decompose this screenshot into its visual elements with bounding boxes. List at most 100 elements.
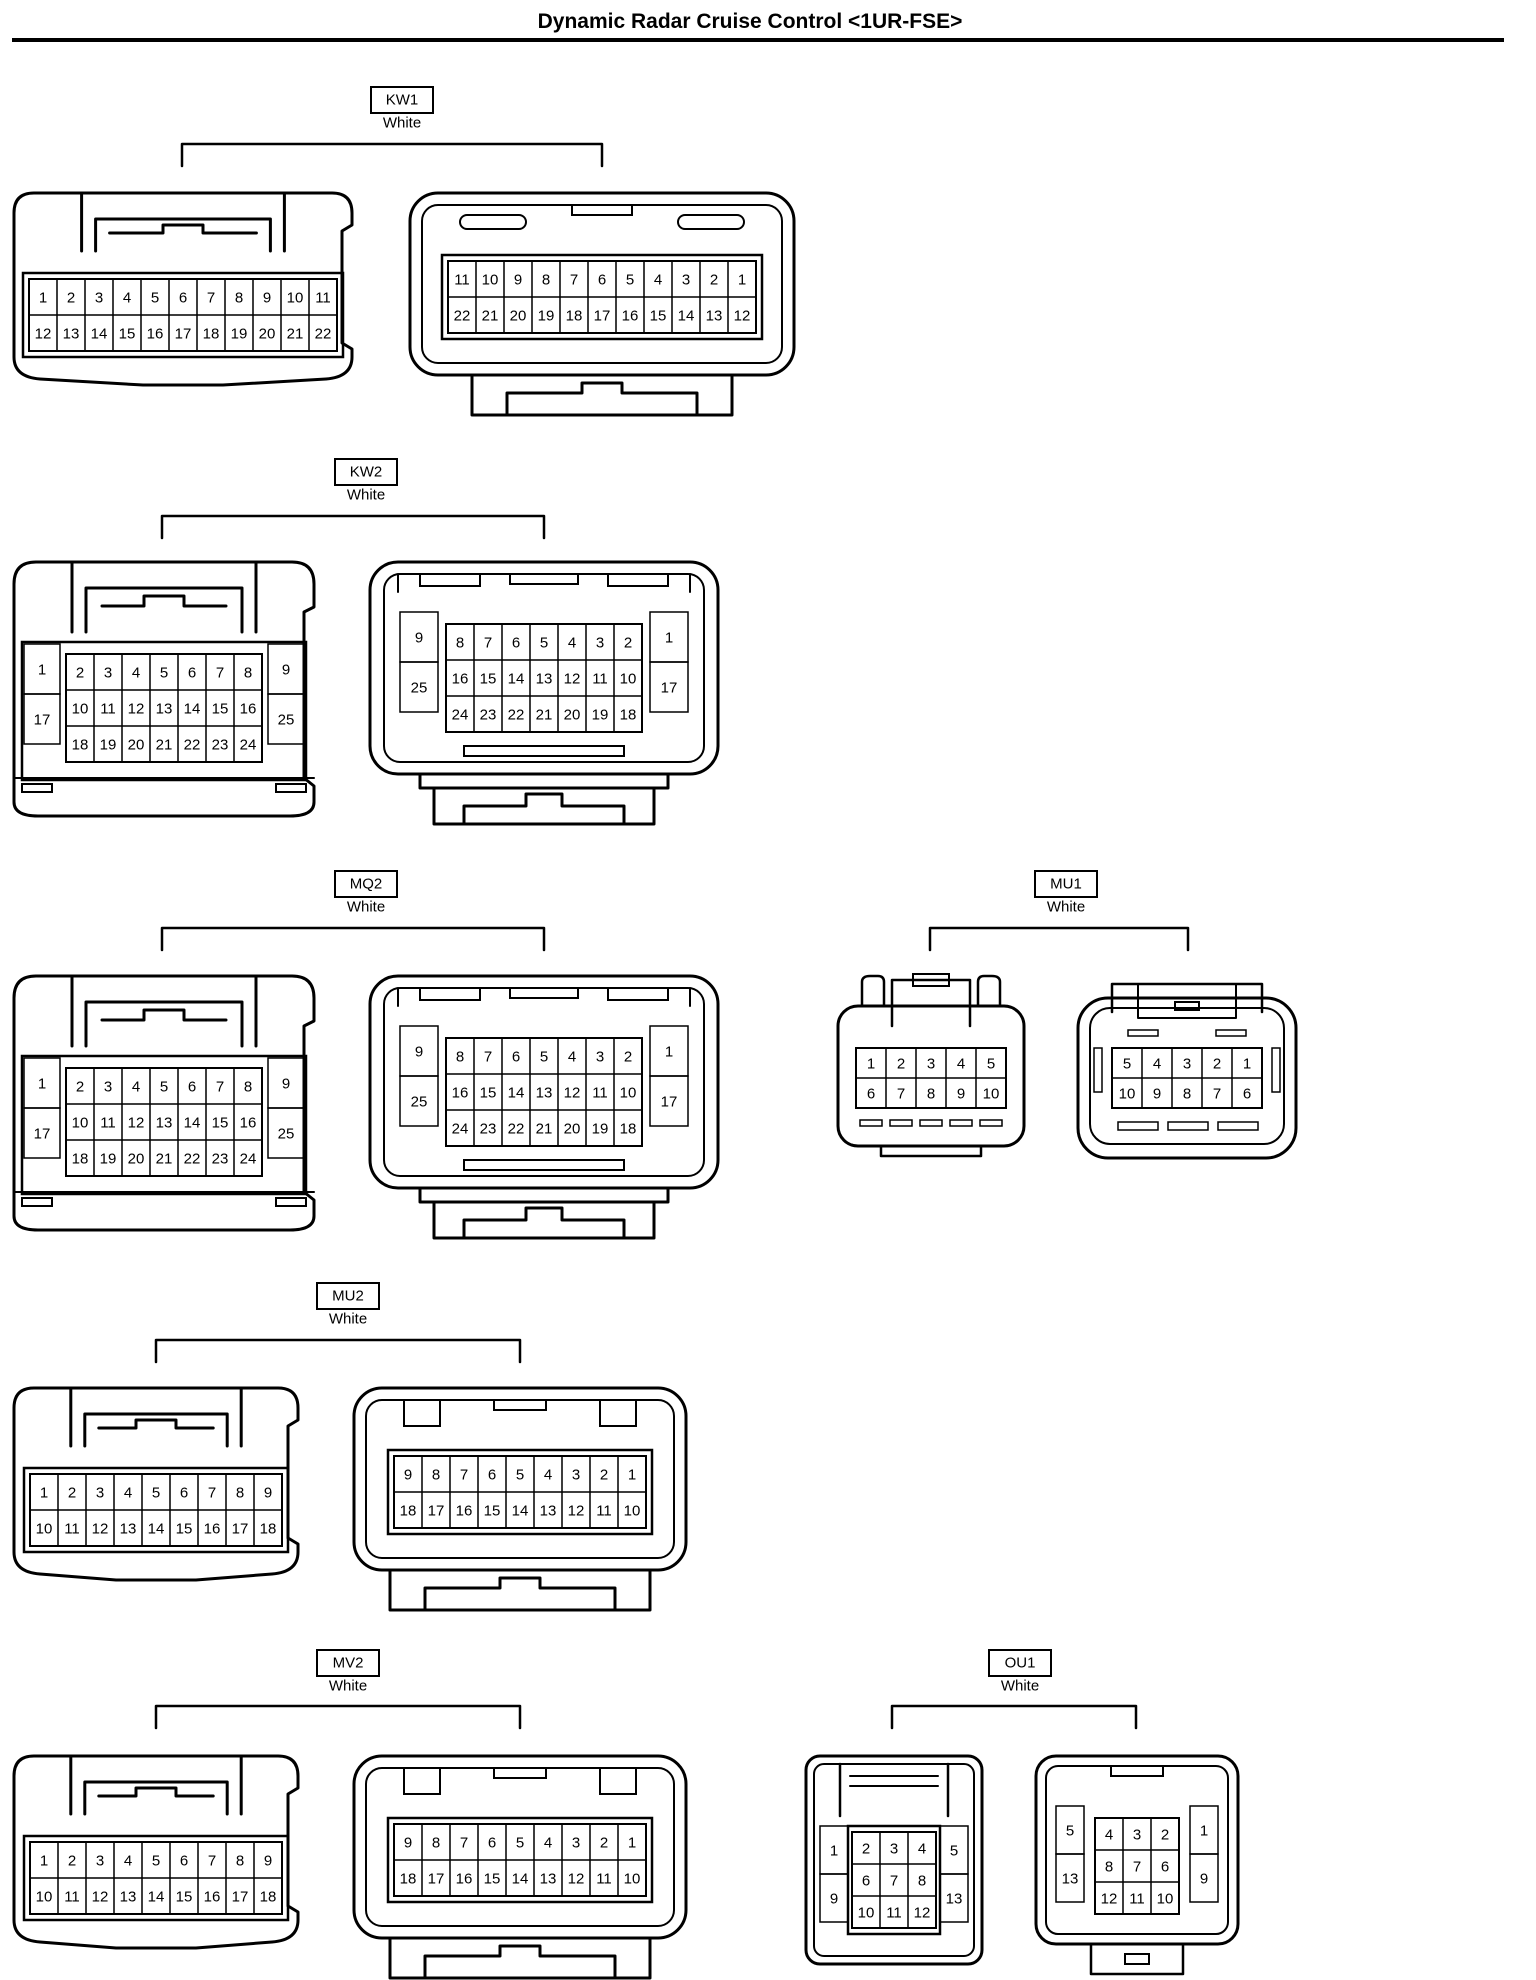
pin-label: 10: [858, 1905, 875, 1922]
pin-cell: [649, 1075, 689, 1127]
key-top: [493, 1399, 547, 1411]
pin-label: 6: [188, 1079, 196, 1096]
pin-label: 2: [624, 1049, 632, 1066]
housing-outline: [408, 191, 796, 377]
pin-cell: [253, 1509, 283, 1547]
pin-label: 1: [830, 1843, 838, 1860]
pin-area: [22, 1834, 290, 1922]
pin-label: 15: [119, 326, 136, 343]
pin-label: 3: [927, 1056, 935, 1073]
pin-label: 1: [1243, 1056, 1251, 1073]
pin-label: 3: [104, 665, 112, 682]
pin-label: 14: [508, 1085, 525, 1102]
pin-label: 18: [260, 1521, 277, 1538]
pin-label: 17: [594, 308, 611, 325]
pin-label: 11: [1129, 1891, 1145, 1908]
pin-label: 18: [620, 707, 637, 724]
pin-label: 23: [212, 1151, 229, 1168]
key-block: [419, 573, 481, 587]
terminal-slot: [1117, 1121, 1159, 1131]
pin-label: 12: [564, 671, 581, 688]
connector-color: White: [347, 899, 385, 916]
pin-label: 1: [1200, 1823, 1208, 1840]
connector-color: White: [329, 1311, 367, 1328]
pin-label: 16: [622, 308, 639, 325]
pin-label: 20: [259, 326, 276, 343]
pin-cell: [819, 1873, 849, 1923]
pin-label: 20: [510, 308, 527, 325]
pin-label: 4: [132, 1079, 140, 1096]
key-block: [607, 573, 669, 587]
pin-label: 17: [661, 680, 678, 697]
pin-label: 2: [600, 1835, 608, 1852]
guide-rail: [275, 1197, 307, 1207]
pin-label: 6: [488, 1467, 496, 1484]
pin-cell: [23, 693, 61, 745]
pin-label: 4: [123, 290, 131, 307]
pin-label: 12: [128, 701, 145, 718]
connector-id: OU1: [1005, 1655, 1036, 1672]
pin-label: 4: [568, 635, 576, 652]
guide-rail: [21, 1197, 53, 1207]
pin-label: 14: [184, 1115, 201, 1132]
pin-label: 18: [203, 326, 220, 343]
pin-label: 5: [516, 1467, 524, 1484]
key-block: [403, 1399, 441, 1427]
key-block: [607, 987, 669, 1001]
lock-base: [388, 1936, 652, 1980]
housing-outline: [368, 974, 720, 1190]
pin-label: 6: [512, 635, 520, 652]
pin-label: 23: [212, 737, 229, 754]
pin-label: 6: [188, 665, 196, 682]
pin-label: 7: [208, 1853, 216, 1870]
key-block: [419, 987, 481, 1001]
pin-label: 1: [38, 1076, 46, 1093]
pin-label: 25: [278, 1126, 295, 1143]
pin-label: 2: [710, 272, 718, 289]
pin-label: 5: [151, 290, 159, 307]
pin-label: 1: [628, 1835, 636, 1852]
pin-label: 3: [572, 1835, 580, 1852]
bracket: [160, 926, 546, 952]
pin-label: 2: [862, 1841, 870, 1858]
pin-label: 2: [67, 290, 75, 307]
pin-label: 8: [236, 1853, 244, 1870]
pin-label: 13: [706, 308, 723, 325]
pin-label: 3: [572, 1467, 580, 1484]
pin-label: 17: [34, 1126, 51, 1143]
latch-inner: [84, 586, 244, 634]
pin-label: 10: [1157, 1891, 1174, 1908]
pin-label: 7: [216, 1079, 224, 1096]
pin-label: 17: [34, 712, 51, 729]
pin-label: 19: [100, 737, 117, 754]
pin-label: 7: [1213, 1086, 1221, 1103]
pin-label: 10: [36, 1889, 53, 1906]
pin-label: 13: [946, 1891, 963, 1908]
pin-label: 6: [598, 272, 606, 289]
pin-label: 18: [620, 1121, 637, 1138]
lock-frame: [432, 786, 656, 826]
pin-label: 10: [287, 290, 304, 307]
title-rule: [12, 38, 1504, 42]
key-slot: [1215, 1029, 1247, 1037]
pin-cell: [233, 725, 263, 763]
pin-area: [20, 1054, 308, 1196]
pin-cell: [267, 1107, 305, 1159]
pin-label: 9: [415, 1044, 423, 1061]
pin-label: 6: [1243, 1086, 1251, 1103]
pin-label: 4: [918, 1841, 926, 1858]
pin-label: 5: [152, 1485, 160, 1502]
pin-label: 11: [592, 671, 608, 688]
pin-cell: [1055, 1853, 1085, 1903]
housing-inner: [1089, 1007, 1285, 1145]
pin-label: 1: [39, 290, 47, 307]
pin-label: 21: [287, 326, 304, 343]
pin-cell: [975, 1077, 1007, 1109]
